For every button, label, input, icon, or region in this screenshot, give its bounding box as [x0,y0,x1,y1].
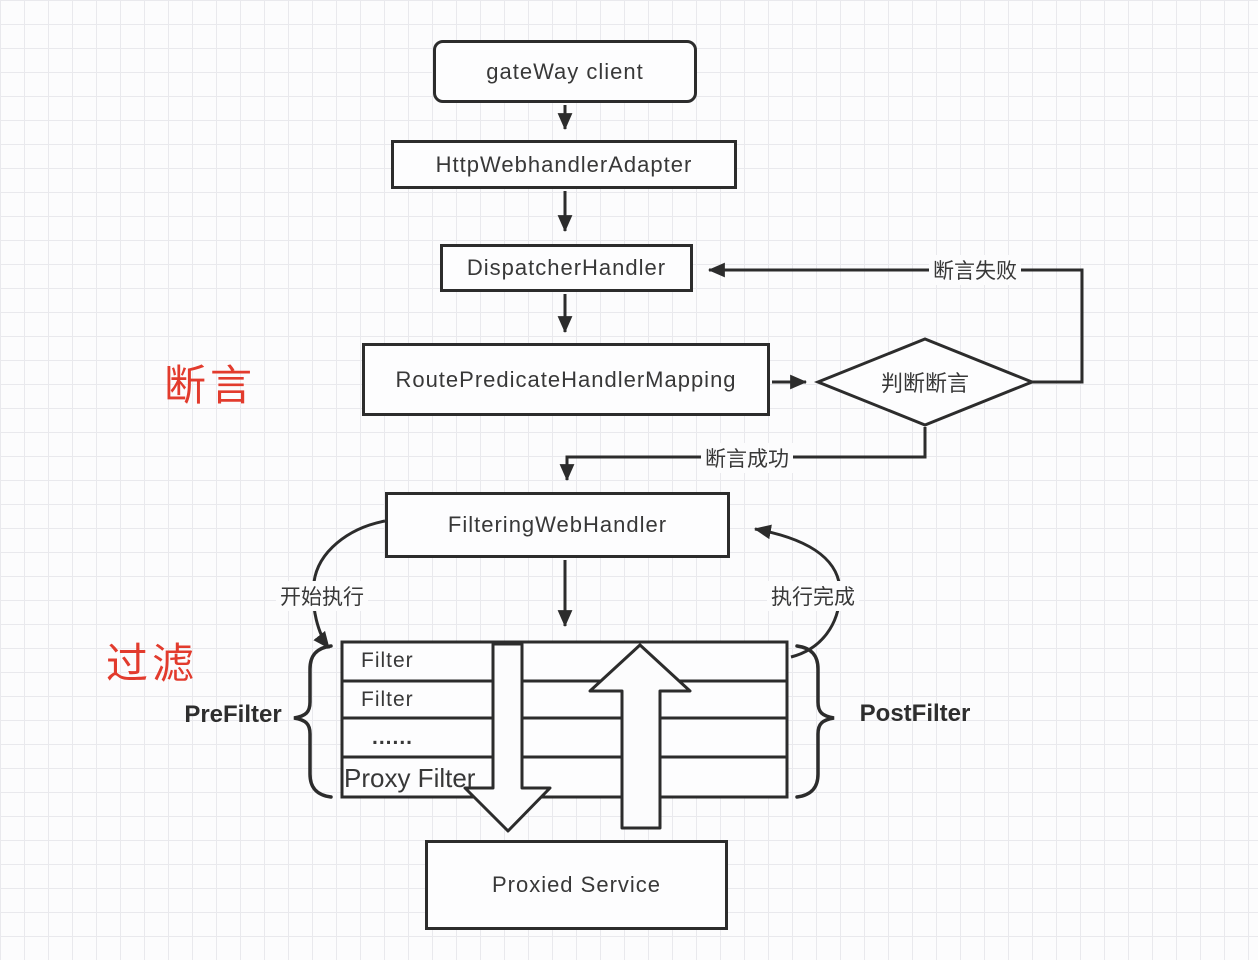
edge-label-predicate-success: 断言成功 [701,443,793,473]
node-proxied-service: Proxied Service [425,840,728,930]
filter-row-proxy: Proxy Filter [344,763,476,793]
node-http-webhandler-adapter: HttpWebhandlerAdapter [391,140,737,189]
response-up-arrow [588,643,692,830]
node-route-predicate-handler-mapping: RoutePredicateHandlerMapping [362,343,770,416]
section-label-predicate: 断言 [164,362,257,409]
filter-stack-table [340,640,789,799]
edge-label-execute-complete: 执行完成 [767,581,859,611]
postfilter-label: PostFilter [859,700,971,727]
edge-label-start-execute: 开始执行 [276,581,368,611]
prefilter-label: PreFilter [184,701,282,728]
postfilter-brace [795,644,835,799]
prefilter-brace [293,644,333,799]
request-down-arrow [463,642,552,833]
edge-predicate-fail [707,262,1084,384]
decision-diamond-label: 判断断言 [880,371,970,396]
filter-row-ellipsis: ...... [372,726,414,749]
node-filtering-web-handler: FilteringWebHandler [385,492,730,558]
edge-label-predicate-fail: 断言失败 [929,255,1021,285]
filter-row-2: Filter [361,688,414,711]
node-gateway-client: gateWay client [433,40,697,103]
node-dispatcher-handler: DispatcherHandler [440,244,693,292]
decision-diamond-shape [813,337,1037,427]
section-label-filter: 过滤 [106,640,199,687]
filter-row-1: Filter [361,649,414,672]
